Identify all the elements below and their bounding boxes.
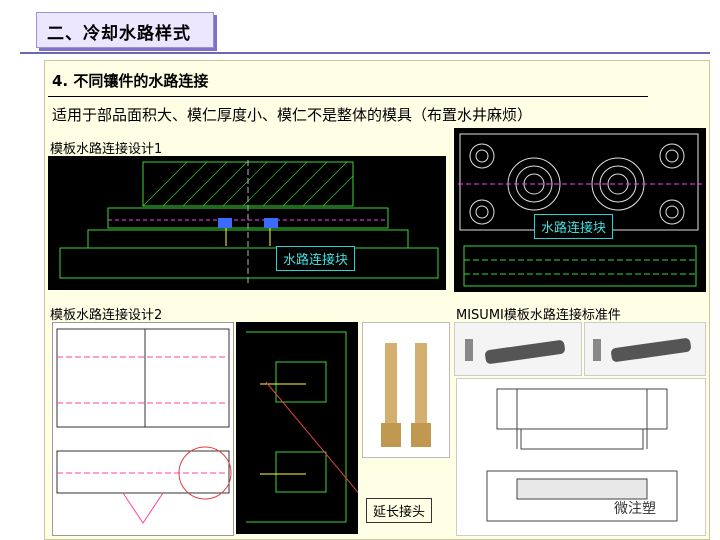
misumi-photo-a <box>454 322 582 376</box>
title-rule <box>20 52 710 54</box>
caption-misumi: MISUMI模板水路连接标准件 <box>456 308 621 323</box>
label-block-a: 水路连接块 <box>276 246 356 271</box>
design2-svg-a <box>56 328 232 524</box>
heading-rule <box>48 96 648 97</box>
misumi-svg-a <box>465 339 565 364</box>
label-block-b: 水路连接块 <box>534 214 614 239</box>
design2-drawing-a <box>52 322 234 536</box>
misumi-photo-b <box>584 322 706 376</box>
misumi-svg-c <box>486 388 678 522</box>
caption-design1: 模板水路连接设计1 <box>50 142 163 157</box>
design2-svg-b <box>246 331 367 523</box>
section-heading: 4. 不同镶件的水路连接 <box>52 72 209 90</box>
caption-design2: 模板水路连接设计2 <box>50 308 163 323</box>
label-extension: 延长接头 <box>366 498 433 523</box>
slide-title: 二、冷却水路样式 <box>47 24 191 44</box>
design2-cad-b <box>236 322 367 534</box>
cad-drawing-1 <box>59 160 439 286</box>
watermark: 微注塑 <box>614 501 656 517</box>
misumi-svg-b <box>593 338 691 362</box>
misumi-drawing <box>456 378 706 536</box>
cad-drawing-2 <box>458 133 702 287</box>
cad-top-right <box>454 128 706 292</box>
description-text: 适用于部品面积大、模仁厚度小、模仁不是整体的模具（布置水井麻烦） <box>52 106 533 124</box>
extension-photo <box>362 322 450 458</box>
cad-design1 <box>48 156 446 290</box>
extension-svg <box>381 343 431 447</box>
slide-title-box: 二、冷却水路样式 <box>36 12 214 48</box>
